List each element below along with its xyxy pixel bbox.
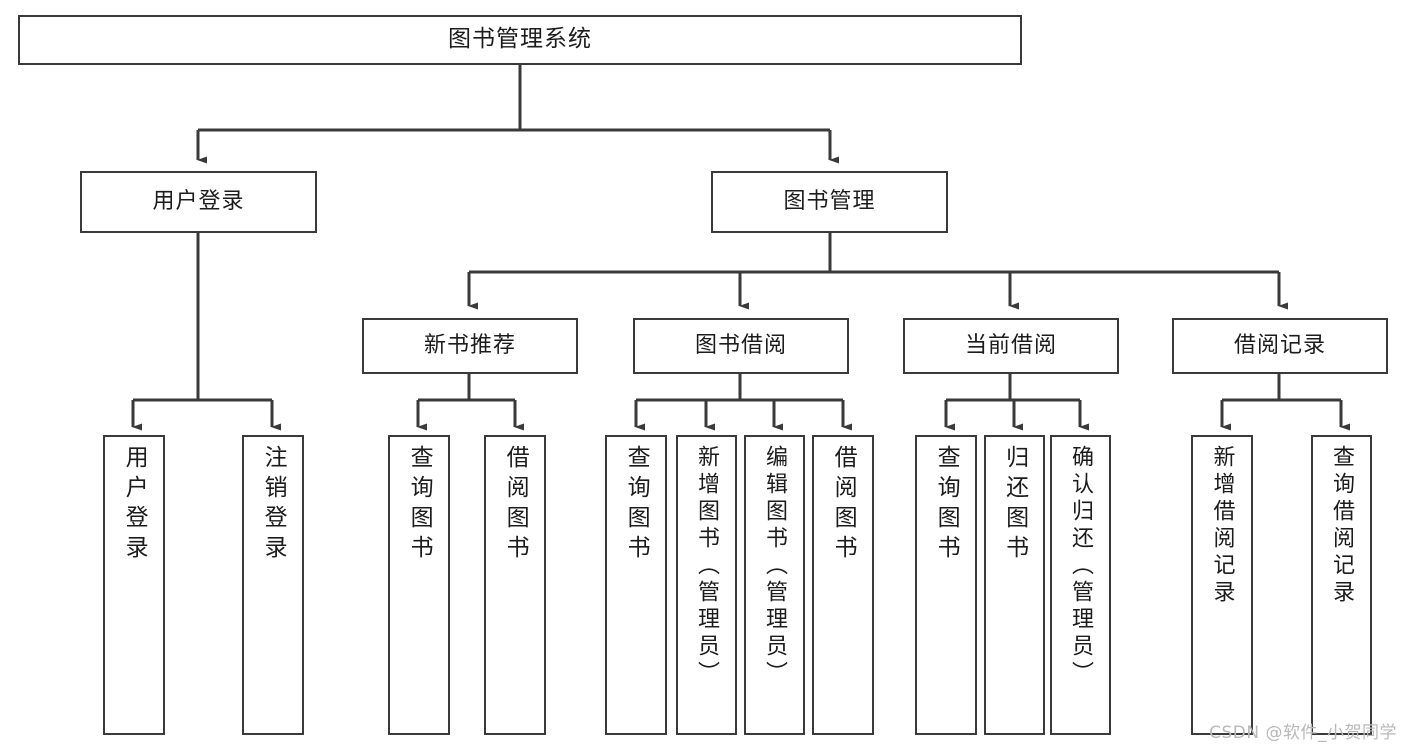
node-leaf-label: 查询图书	[933, 445, 960, 565]
node-leaf-label: 用户登录	[121, 445, 148, 565]
node-new-book-recommend-label: 新书推荐	[423, 332, 516, 358]
node-leaf-user-login-signin[interactable]: 用户登录	[103, 435, 165, 735]
node-leaf-current-borrow-return[interactable]: 归还图书	[984, 435, 1045, 735]
node-current-borrow[interactable]: 当前借阅	[903, 318, 1119, 374]
node-leaf-current-borrow-query[interactable]: 查询图书	[915, 435, 977, 735]
node-leaf-label: 查询借阅记录	[1329, 445, 1355, 607]
node-leaf-user-login-signout[interactable]: 注销登录	[242, 435, 304, 735]
node-root-label: 图书管理系统	[448, 26, 592, 53]
node-new-book-recommend[interactable]: 新书推荐	[362, 318, 578, 374]
node-user-login-label: 用户登录	[152, 188, 245, 214]
node-root-system[interactable]: 图书管理系统	[18, 15, 1022, 65]
node-leaf-new-book-borrow[interactable]: 借阅图书	[484, 435, 546, 735]
node-leaf-label: 新增图书（管理员）	[694, 445, 720, 688]
node-current-borrow-label: 当前借阅	[964, 332, 1057, 358]
node-leaf-label: 编辑图书（管理员）	[762, 445, 788, 688]
node-borrow-record-label: 借阅记录	[1233, 332, 1326, 358]
node-leaf-label: 借阅图书	[830, 445, 857, 565]
node-book-manage[interactable]: 图书管理	[711, 171, 948, 233]
node-leaf-label: 查询图书	[406, 445, 433, 565]
node-user-login[interactable]: 用户登录	[80, 171, 317, 233]
node-book-borrow[interactable]: 图书借阅	[633, 318, 849, 374]
node-leaf-label: 确认归还（管理员）	[1068, 445, 1094, 688]
node-book-borrow-label: 图书借阅	[694, 332, 787, 358]
node-leaf-book-borrow-lend[interactable]: 借阅图书	[812, 435, 874, 735]
node-leaf-borrow-record-add[interactable]: 新增借阅记录	[1191, 435, 1253, 735]
node-leaf-label: 注销登录	[260, 445, 287, 565]
node-leaf-label: 借阅图书	[502, 445, 529, 565]
node-leaf-book-borrow-query[interactable]: 查询图书	[605, 435, 667, 735]
node-leaf-label: 归还图书	[1001, 445, 1028, 565]
node-leaf-label: 查询图书	[623, 445, 650, 565]
node-borrow-record[interactable]: 借阅记录	[1172, 318, 1388, 374]
watermark: CSDN @软件_小贺同学	[1209, 723, 1397, 743]
node-leaf-book-borrow-edit[interactable]: 编辑图书（管理员）	[744, 435, 805, 735]
node-book-manage-label: 图书管理	[783, 188, 876, 214]
node-leaf-book-borrow-add[interactable]: 新增图书（管理员）	[676, 435, 737, 735]
node-leaf-current-borrow-confirm[interactable]: 确认归还（管理员）	[1050, 435, 1111, 735]
node-leaf-new-book-query[interactable]: 查询图书	[388, 435, 450, 735]
node-leaf-borrow-record-query[interactable]: 查询借阅记录	[1311, 435, 1372, 735]
node-leaf-label: 新增借阅记录	[1209, 445, 1235, 607]
